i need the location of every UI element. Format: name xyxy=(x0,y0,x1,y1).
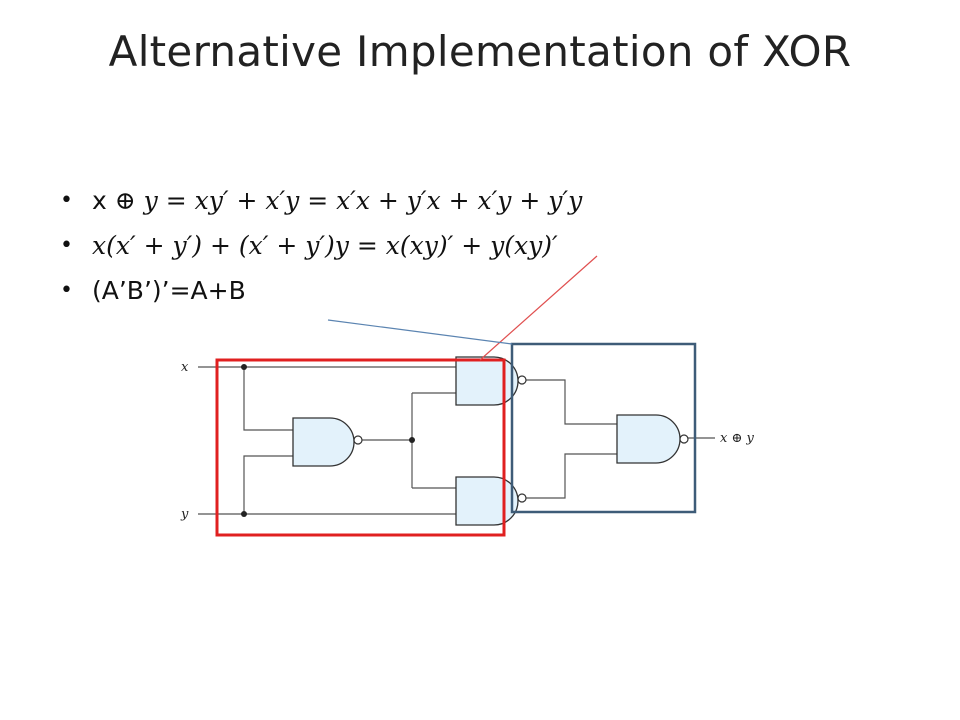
red-highlight-box xyxy=(215,358,506,537)
nand-gate-4 xyxy=(616,414,689,464)
bullet-1-equation: ⊕ 𝑦 = 𝑥𝑦′ + 𝑥′𝑦 = 𝑥′𝑥 + 𝑦′𝑥 + 𝑥′𝑦 + 𝑦′𝑦 xyxy=(106,186,583,215)
junction-dot xyxy=(409,437,415,443)
bullet-2-equation: 𝑥(𝑥′ + 𝑦′) + (𝑥′ + 𝑦′)𝑦 = 𝑥(𝑥𝑦)′ + 𝑦(𝑥𝑦)… xyxy=(92,231,558,260)
bullet-marker: • xyxy=(60,278,73,303)
bullet-marker: • xyxy=(60,188,73,213)
blue-pointer-line xyxy=(327,319,513,345)
bullet-item-2: • 𝑥(𝑥′ + 𝑦′) + (𝑥′ + 𝑦′)𝑦 = 𝑥(𝑥𝑦)′ + 𝑦(𝑥… xyxy=(58,223,582,268)
input-x-label: x xyxy=(181,360,189,375)
nand-gate-3 xyxy=(455,476,527,526)
nand-gate-2 xyxy=(455,356,527,406)
output-label: x ⊕ y xyxy=(720,431,754,446)
blue-highlight-box xyxy=(510,342,697,514)
junction-dot xyxy=(241,364,247,370)
bullet-marker: • xyxy=(60,233,73,258)
bullet-item-1: • x ⊕ 𝑦 = 𝑥𝑦′ + 𝑥′𝑦 = 𝑥′𝑥 + 𝑦′𝑥 + 𝑥′𝑦 + … xyxy=(58,178,582,223)
nand-gate-1 xyxy=(292,417,363,467)
bullet-item-3: • (A’B’)’=A+B xyxy=(58,268,582,313)
bullet-3-equation: (A’B’)’=A+B xyxy=(92,276,246,305)
junction-dot xyxy=(241,511,247,517)
bullet-list: • x ⊕ 𝑦 = 𝑥𝑦′ + 𝑥′𝑦 = 𝑥′𝑥 + 𝑦′𝑥 + 𝑥′𝑦 + … xyxy=(58,178,582,313)
slide-title: Alternative Implementation of XOR xyxy=(108,27,852,76)
input-y-label: y xyxy=(180,507,189,522)
bullet-1-prefix: x xyxy=(92,186,107,215)
circuit-wires xyxy=(198,366,715,515)
